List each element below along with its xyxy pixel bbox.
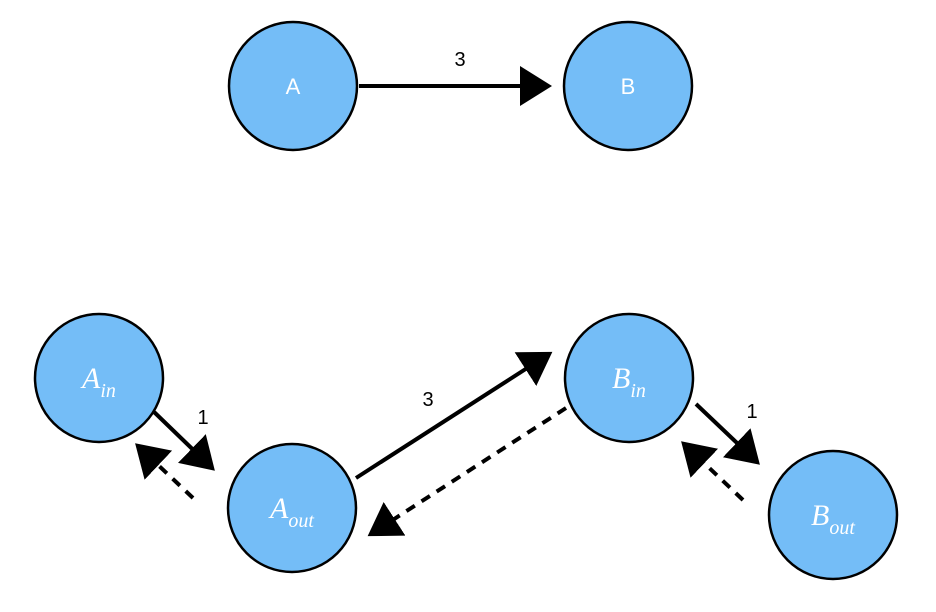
edge-bin-to-bout-weight: 1 [746,401,757,423]
node-b-out-label: Bout [811,499,855,539]
edge-aout-to-bin [354,351,553,480]
edge-ain-to-aout [150,408,215,471]
node-a-in: Ain [33,312,165,444]
edge-aout-to-bin-weight: 3 [422,389,433,411]
node-b-label: B [621,74,636,99]
edge-bin-to-bout [694,402,760,465]
top-graph: 3 A B [227,20,694,152]
edge-ain-to-aout-weight: 1 [197,407,208,429]
node-a-label: A [286,74,301,99]
node-b-in-label: Bin [612,362,646,402]
bottom-graph: 1 3 1 Ain Aout Bin [33,312,899,581]
edge-bout-to-bin-residual [681,441,745,502]
node-a-in-label: Ain [80,362,116,402]
node-b: B [562,20,694,152]
edge-aout-to-ain-residual [135,443,195,500]
node-a: A [227,20,359,152]
node-a-out: Aout [226,442,358,574]
edge-a-to-b-weight: 3 [454,49,465,71]
node-b-out: Bout [767,449,899,581]
edge-bin-to-aout-residual [367,406,568,537]
node-b-in: Bin [563,312,695,444]
node-a-out-label: Aout [268,492,314,532]
